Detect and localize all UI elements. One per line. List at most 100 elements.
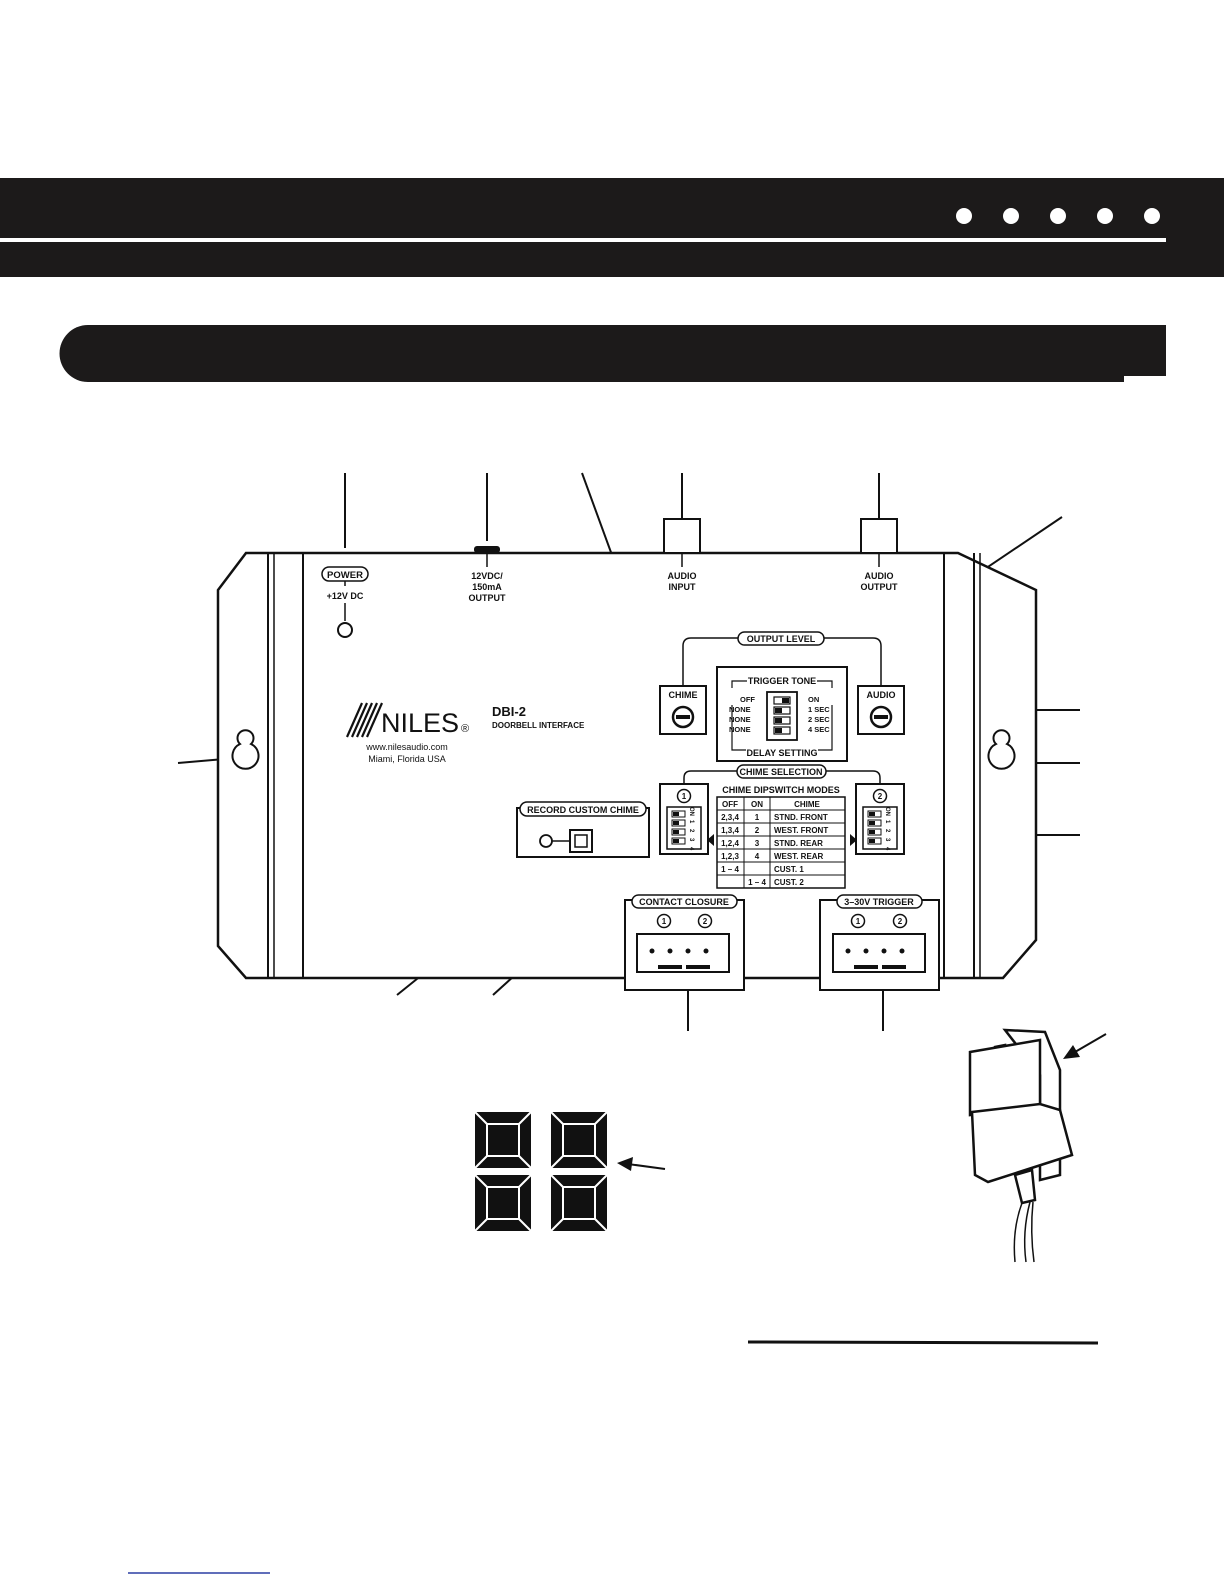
contact-closure-terminal <box>624 894 745 991</box>
niles-logo: NILES ® <box>345 702 469 738</box>
audio-output-label-line2: OUTPUT <box>861 582 899 592</box>
table-header-on: ON <box>751 800 763 809</box>
table-cell: 2,3,4 <box>721 813 739 822</box>
trigger-range-label: 3–30V TRIGGER <box>844 897 914 907</box>
footnote-rule <box>747 1340 1099 1345</box>
dipswitch-1-pos-4: 4 <box>688 847 694 851</box>
left-keyhole-mount <box>231 729 260 770</box>
dipswitch-2-on-label: ON <box>884 807 890 816</box>
table-cell: STND. REAR <box>774 839 823 848</box>
table-cell: 1 – 4 <box>748 878 766 887</box>
header-rule <box>0 238 1166 242</box>
chime-modes-title: CHIME DIPSWITCH MODES <box>722 785 840 795</box>
audio-level-label: AUDIO <box>867 690 896 700</box>
dip-right-2: 2 SEC <box>808 715 830 724</box>
dip-left-1: NONE <box>729 705 751 714</box>
table-cell: WEST. REAR <box>774 852 824 861</box>
adhesive-foot <box>550 1174 608 1232</box>
power-led <box>337 622 353 638</box>
power-adapter <box>968 1028 1074 1205</box>
audio-level-knob[interactable] <box>869 705 893 729</box>
dip-right-0: ON <box>808 695 819 704</box>
dip-right-3: 4 SEC <box>808 725 830 734</box>
niles-brand-text: NILES <box>381 708 459 738</box>
dipswitch-2-pos-4: 4 <box>884 847 890 851</box>
header-dot <box>1097 208 1113 224</box>
record-custom-chime-label: RECORD CUSTOM CHIME <box>527 805 639 815</box>
header-dot <box>1050 208 1066 224</box>
chime-level-label: CHIME <box>669 690 698 700</box>
audio-output-jack <box>860 518 898 567</box>
model-name: DBI-2 <box>492 704 526 719</box>
table-cell: 1 – 4 <box>721 865 739 874</box>
website-text: www.nilesaudio.com <box>365 742 448 752</box>
dipswitch-1-pos-3: 3 <box>688 838 694 842</box>
chime-dipswitch-2[interactable] <box>850 783 905 855</box>
dipswitch-2-pos-2: 2 <box>884 829 890 833</box>
registered-mark: ® <box>461 723 469 735</box>
12vdc-label-line2: 150mA <box>472 582 502 592</box>
dip-right-1: 1 SEC <box>808 705 830 714</box>
audio-input-label-line2: INPUT <box>669 582 697 592</box>
dip-left-2: NONE <box>729 715 751 724</box>
table-cell: 1 <box>755 813 760 822</box>
table-cell: 4 <box>755 852 760 861</box>
trigger-terminal <box>819 894 940 991</box>
chime-modes-table: OFF ON CHIME 2,3,4 1 STND. FRONT 1,3,4 2… <box>716 796 846 889</box>
contact-closure-label: CONTACT CLOSURE <box>639 897 729 907</box>
record-led <box>539 834 553 848</box>
right-keyhole-mount <box>987 729 1016 770</box>
contact-terminal-1: 1 <box>662 917 667 926</box>
dipswitch-2-pos-3: 3 <box>884 838 890 842</box>
trigger-delay-dipswitch[interactable] <box>766 691 798 741</box>
dip-left-0: OFF <box>740 695 755 704</box>
dipswitch-2-number: 2 <box>878 792 883 801</box>
dipswitch-1-number: 1 <box>682 792 687 801</box>
chime-dipswitch-1[interactable] <box>659 783 714 855</box>
table-cell: CUST. 2 <box>774 878 804 887</box>
section-title-bar <box>59 325 1167 382</box>
chime-level-knob[interactable] <box>671 705 695 729</box>
table-cell: CUST. 1 <box>774 865 804 874</box>
power-adapter-cord <box>1013 1201 1035 1263</box>
header-bar <box>0 178 1224 277</box>
header-dot <box>1144 208 1160 224</box>
audio-output-label-line1: AUDIO <box>865 571 894 581</box>
adhesive-foot <box>474 1111 532 1169</box>
12vdc-label-line1: 12VDC/ <box>471 571 503 581</box>
dipswitch-2-pos-1: 1 <box>884 820 890 824</box>
audio-input-label-line1: AUDIO <box>668 571 697 581</box>
model-description: DOORBELL INTERFACE <box>492 721 585 730</box>
output-level-label: OUTPUT LEVEL <box>747 634 816 644</box>
adapter-pointer-arrow <box>1063 1033 1107 1059</box>
table-cell: 1,2,4 <box>721 839 739 848</box>
contact-terminal-2: 2 <box>703 917 708 926</box>
table-cell: 1,3,4 <box>721 826 739 835</box>
delay-setting-label: DELAY SETTING <box>746 748 817 758</box>
adhesive-feet-group <box>474 1111 608 1232</box>
trigger-tone-label: TRIGGER TONE <box>748 676 816 686</box>
adhesive-foot <box>550 1111 608 1169</box>
trigger-terminal-1: 1 <box>856 917 861 926</box>
dipswitch-1-pos-1: 1 <box>688 820 694 824</box>
header-dot <box>1003 208 1019 224</box>
location-text: Miami, Florida USA <box>368 754 446 764</box>
12vdc-label-line3: OUTPUT <box>469 593 507 603</box>
header-dot <box>956 208 972 224</box>
12vdc-output-jack <box>474 546 500 553</box>
table-cell: 1,2,3 <box>721 852 739 861</box>
dipswitch-1-on-label: ON <box>688 807 694 816</box>
trigger-terminal-2: 2 <box>898 917 903 926</box>
adhesive-foot <box>474 1174 532 1232</box>
table-cell: 2 <box>755 826 760 835</box>
table-cell: 3 <box>755 839 760 848</box>
power-label: POWER <box>327 570 363 581</box>
table-cell: WEST. FRONT <box>774 826 828 835</box>
dip-left-3: NONE <box>729 725 751 734</box>
record-button[interactable] <box>569 829 593 853</box>
table-cell: STND. FRONT <box>774 813 828 822</box>
feet-pointer-arrow <box>617 1157 666 1171</box>
table-header-off: OFF <box>722 800 738 809</box>
